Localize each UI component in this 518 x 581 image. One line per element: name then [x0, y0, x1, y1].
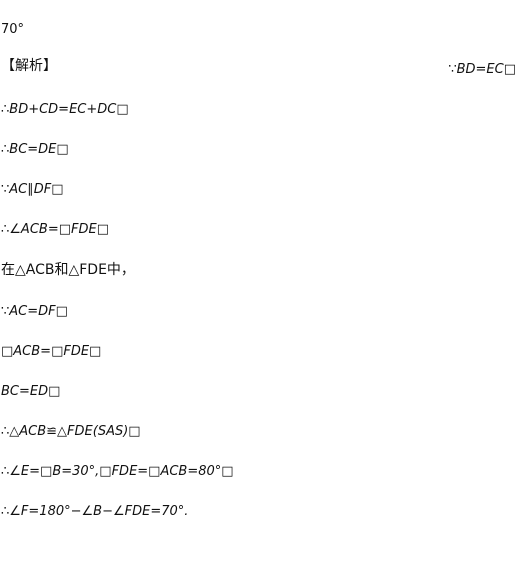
step-triangles-intro: 在△ACB和△FDE中， [1, 262, 135, 278]
answer-text: 70° [1, 22, 25, 37]
step-parallel: ∵AC∥DF□ [1, 182, 64, 197]
step-sum: ∴BD+CD=EC+DC□ [1, 102, 129, 117]
analysis-heading: 【解析】 [1, 58, 57, 74]
step-conclusion: ∴∠F=180°−∠B−∠FDE=70°. [1, 504, 189, 519]
step-angle-values: ∴∠E=□B=30°,□FDE=□ACB=80°□ [1, 464, 234, 479]
cond-bc-ed: BC=ED□ [1, 384, 61, 399]
step-congruent: ∴△ACB≌△FDE(SAS)□ [1, 424, 141, 439]
cond-ac-df: ∵AC=DF□ [1, 304, 68, 319]
cond-angle: □ACB=□FDE□ [1, 344, 102, 359]
step-angle-equal: ∴∠ACB=□FDE□ [1, 222, 109, 237]
given-bd-ec: ∵BD=EC□ [448, 62, 516, 77]
step-bc-de: ∴BC=DE□ [1, 142, 69, 157]
